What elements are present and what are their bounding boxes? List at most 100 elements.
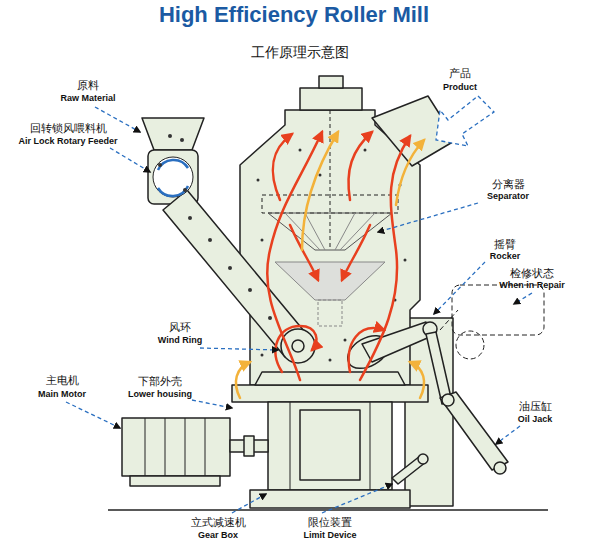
airflow-arrow [267, 132, 322, 380]
product-arrow [436, 96, 494, 146]
airflow-arrow [273, 134, 292, 200]
part-label: Main Motor [38, 389, 86, 399]
part-label: 立式减速机 [191, 515, 246, 530]
part-label: 原料 [77, 78, 99, 93]
leader-line [496, 426, 520, 444]
product-flow-arrow [396, 140, 424, 205]
separator-shaft [330, 110, 331, 250]
leader-line [232, 494, 266, 513]
return-arrow [342, 225, 370, 280]
motor-fin [185, 418, 186, 476]
roller-hub [292, 340, 304, 352]
leader-line [322, 484, 392, 513]
air-inlet-arrow [236, 362, 250, 398]
particle [228, 266, 232, 270]
repair-roller-outline [456, 331, 484, 359]
lower-housing [232, 385, 428, 402]
return-cone [275, 262, 385, 300]
repair-position-outline [452, 285, 544, 335]
part-label: 主电机 [46, 373, 79, 388]
part-label: Lower housing [128, 389, 192, 399]
motor-fin [145, 418, 146, 476]
gear-box-core [300, 410, 360, 480]
leader-line [66, 402, 120, 428]
particle [344, 339, 347, 342]
airflow-arrow [348, 132, 372, 200]
leader-line [378, 203, 478, 232]
particle [180, 138, 184, 142]
part-label: Product [443, 82, 477, 92]
particle [364, 149, 367, 152]
airflow [236, 132, 424, 398]
motor-fin [205, 418, 206, 476]
side-frame [405, 318, 453, 506]
leader-lines [66, 96, 532, 513]
particle [158, 163, 162, 167]
part-label: Raw Material [60, 93, 115, 103]
rotor-blade [340, 213, 375, 250]
subtitle: 工作原理示意图 [251, 44, 349, 62]
part-label: 检修状态 [510, 266, 554, 281]
product-flow-arrow [302, 132, 338, 250]
part-label: 下部外壳 [138, 374, 182, 389]
motor-foot [130, 476, 220, 486]
part-label: 油压缸 [519, 399, 552, 414]
particle [257, 179, 260, 182]
part-label: Wind Ring [158, 335, 202, 345]
part-label: 风环 [169, 320, 191, 335]
part-label: Separator [487, 191, 529, 201]
rotor-vane [158, 160, 188, 170]
rotor-blade [305, 213, 325, 250]
particle [248, 288, 252, 292]
particle [183, 188, 187, 192]
particle [329, 359, 332, 362]
jack-pin [442, 394, 454, 406]
separator-rotor [268, 213, 392, 250]
particle [268, 316, 272, 320]
grinding-table [255, 372, 405, 385]
leader-line [110, 148, 150, 172]
mill-body [122, 76, 508, 508]
particle [404, 259, 407, 262]
limit-pin [418, 454, 428, 464]
air-inlet-arrow [410, 362, 424, 398]
particle [168, 134, 172, 138]
feeder-rotor [153, 157, 193, 197]
particle [299, 149, 302, 152]
leader-line [514, 293, 532, 304]
part-label: 回转锁风喂料机 [30, 121, 107, 136]
diagram-title: High Efficiency Roller Mill [159, 2, 429, 28]
main-motor [122, 418, 230, 476]
gear-rib [370, 402, 371, 490]
particle [208, 238, 212, 242]
particle [319, 174, 322, 177]
part-label: Gear Box [198, 530, 238, 540]
part-label: Limit Device [303, 530, 356, 540]
leader-line [200, 348, 278, 350]
oil-jack [440, 392, 508, 470]
rocker-link [426, 332, 452, 404]
repair-arm-outline [440, 310, 458, 330]
part-label: 摇臂 [494, 237, 516, 252]
gear-box-base [250, 490, 410, 508]
ground-line [108, 509, 548, 511]
rotor-vane [158, 186, 188, 196]
return-tube [318, 300, 342, 326]
separator-drive [300, 88, 362, 110]
gear-box [268, 402, 392, 490]
airflow-arrow [360, 136, 410, 380]
return-arrow [290, 225, 318, 280]
drive-cap [319, 76, 343, 88]
jack-pin [494, 462, 506, 474]
particle [261, 239, 264, 242]
part-label: Rocker [490, 251, 521, 261]
part-label: 分离器 [492, 177, 525, 192]
feeder-hopper [142, 118, 204, 150]
part-label: When in Repair [499, 280, 565, 290]
airflow-arrow [349, 328, 384, 372]
part-label: 限位装置 [308, 515, 352, 530]
leader-line [192, 400, 232, 408]
part-label: Oil Jack [518, 414, 553, 424]
